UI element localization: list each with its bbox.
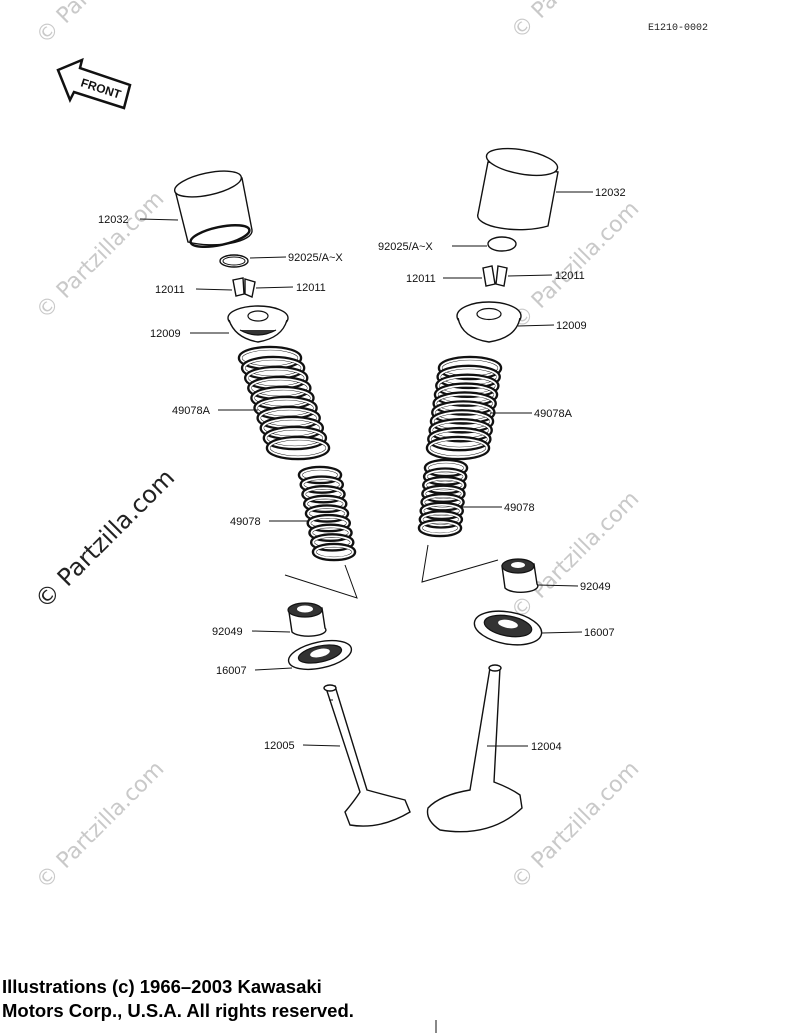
spring-seat-left bbox=[287, 639, 353, 671]
label-shim-right: 92025/A~X bbox=[378, 241, 433, 253]
labels-left: 12032 92025/A~X 12011 12011 12009 49078A… bbox=[98, 214, 343, 752]
copyright-notice: Illustrations (c) 1966–2003 Kawasaki Mot… bbox=[2, 975, 522, 1023]
label-retainer-left: 12009 bbox=[150, 328, 181, 340]
watermark: © Partzilla.com bbox=[32, 0, 170, 49]
watermark: © Partzilla.com bbox=[507, 757, 645, 895]
front-arrow-icon: FRONT bbox=[56, 57, 132, 110]
label-outer-spring-right: 49078A bbox=[534, 408, 573, 420]
label-cotter-right-b: 12011 bbox=[555, 270, 585, 282]
label-inner-spring-right: 49078 bbox=[504, 502, 535, 514]
label-inner-spring-left: 49078 bbox=[230, 516, 261, 528]
label-retainer-right: 12009 bbox=[556, 320, 587, 332]
valve-right bbox=[426, 664, 523, 833]
label-shim-left: 92025/A~X bbox=[288, 252, 343, 264]
watermark: © Partzilla.com bbox=[32, 757, 170, 895]
copyright-line-2: Motors Corp., U.S.A. All rights reserved… bbox=[2, 1000, 354, 1021]
label-valve-right: 12004 bbox=[531, 741, 562, 753]
label-outer-spring-left: 49078A bbox=[172, 405, 211, 417]
label-spring-seat-left: 16007 bbox=[216, 665, 247, 677]
label-cotter-left-b: 12011 bbox=[296, 282, 326, 294]
watermark-group: © Partzilla.com © Partzilla.com © Partzi… bbox=[29, 0, 644, 894]
label-cotter-right-a: 12011 bbox=[406, 273, 436, 285]
label-tappet-right: 12032 bbox=[595, 187, 626, 199]
inner-spring-right bbox=[417, 458, 469, 538]
label-tappet-left: 12032 bbox=[98, 214, 129, 226]
shim-left bbox=[219, 254, 249, 268]
oil-seal-left bbox=[287, 602, 327, 637]
inner-spring-left bbox=[297, 465, 357, 562]
tappet-right bbox=[477, 147, 559, 231]
shim-right bbox=[487, 236, 517, 252]
retainer-right bbox=[456, 301, 522, 343]
diagram-code: E1210-0002 bbox=[648, 23, 708, 34]
retainer-left bbox=[227, 305, 289, 343]
label-oil-seal-right: 92049 bbox=[580, 581, 611, 593]
watermark: © Partzilla.com bbox=[29, 463, 180, 614]
outer-spring-right bbox=[425, 355, 503, 461]
cotters-right bbox=[482, 265, 508, 287]
tappet-left bbox=[173, 170, 253, 249]
valve-left bbox=[323, 684, 411, 827]
spring-seat-right bbox=[473, 610, 543, 646]
copyright-line-1: Illustrations (c) 1966–2003 Kawasaki bbox=[2, 976, 322, 997]
labels-right: 12032 92025/A~X 12011 12011 12009 49078A… bbox=[378, 187, 626, 753]
watermark: © Partzilla.com bbox=[507, 0, 645, 44]
oil-seal-right bbox=[501, 558, 539, 594]
label-spring-seat-right: 16007 bbox=[584, 627, 615, 639]
label-valve-left: 12005 bbox=[264, 740, 295, 752]
label-cotter-left-a: 12011 bbox=[155, 284, 185, 296]
cotters-left bbox=[232, 277, 256, 298]
label-oil-seal-left: 92049 bbox=[212, 626, 243, 638]
outer-spring-left bbox=[237, 345, 331, 461]
watermark: © Partzilla.com bbox=[32, 187, 170, 325]
